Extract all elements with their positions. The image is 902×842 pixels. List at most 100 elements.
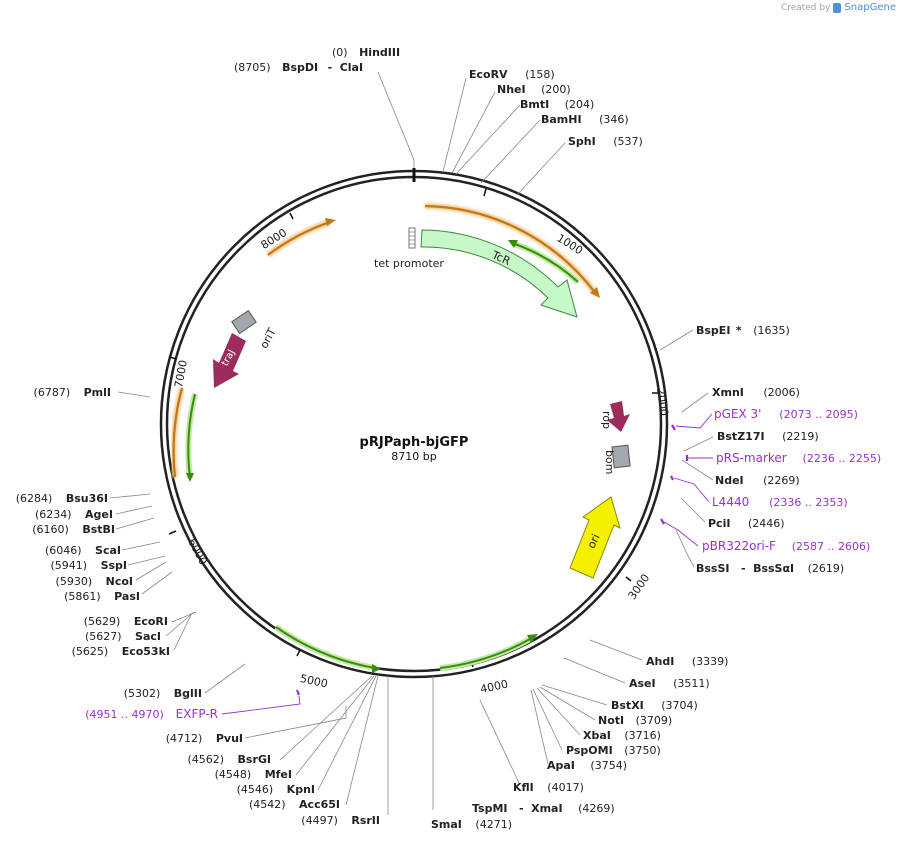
orange-arc-top <box>424 204 597 295</box>
primer-pbr322ori[interactable]: pBR322ori-F (2587 .. 2606) <box>702 539 870 553</box>
site-ecori[interactable]: (5629) EcoRI <box>84 615 168 628</box>
orange-arc-tl <box>267 220 331 256</box>
primer-prs-marker[interactable]: pRS-marker (2236 .. 2255) <box>716 451 881 465</box>
site-bsu36i[interactable]: (6284) Bsu36I <box>16 492 108 505</box>
site-bsrgi[interactable]: (4562) BsrGI <box>187 753 271 766</box>
site-ecorv[interactable]: EcoRV (158) <box>469 68 555 81</box>
primer-mark-pbr322 <box>660 518 665 525</box>
site-bglii[interactable]: (5302) BglII <box>124 687 202 700</box>
site-sspi-name: SspI <box>101 559 127 572</box>
site-apai[interactable]: ApaI (3754) <box>547 759 627 772</box>
site-noti[interactable]: NotI (3709) <box>598 714 672 727</box>
tick-label-2000: 2000 <box>654 387 671 417</box>
leader-xbai <box>536 687 581 736</box>
primer-exfp-label: EXFP-R <box>176 707 218 721</box>
site-bstz17i[interactable]: BstZ17I (2219) <box>717 430 819 443</box>
ori-feature-arrow[interactable] <box>569 496 621 579</box>
site-xmni[interactable]: XmnI (2006) <box>712 386 800 399</box>
site-bstxi[interactable]: BstXI (3704) <box>611 699 698 712</box>
site-agei[interactable]: (6234) AgeI <box>35 508 113 521</box>
leader-bstxi <box>541 684 608 706</box>
leader-sphi <box>516 142 566 196</box>
tick-8000 <box>289 212 294 220</box>
site-bmti[interactable]: BmtI (204) <box>520 98 594 111</box>
site-smai[interactable]: SmaI (4271) <box>431 818 512 831</box>
tcr-feature-arrow[interactable] <box>420 229 578 318</box>
leader-agei <box>115 505 153 515</box>
bom-feature[interactable] <box>611 444 631 469</box>
site-pasi[interactable]: (5861) PasI <box>64 590 140 603</box>
site-bglii-pos: (5302) <box>124 687 161 700</box>
site-tspmi-sep: - <box>519 802 524 815</box>
site-bstxi-name: BstXI <box>611 699 644 712</box>
site-bsssai-name: BssSαI <box>753 562 794 575</box>
site-pcii[interactable]: PciI (2446) <box>708 517 785 530</box>
primer-exfp-r[interactable]: (4951 .. 4970) EXFP-R <box>85 707 218 721</box>
orit-feature[interactable] <box>231 309 257 335</box>
site-ncoi[interactable]: (5930) NcoI <box>56 575 133 588</box>
site-ncoi-name: NcoI <box>106 575 133 588</box>
site-pvui-name: PvuI <box>216 732 243 745</box>
site-kfli[interactable]: KflI (4017) <box>513 781 584 794</box>
primer-pgex[interactable]: pGEX 3' (2073 .. 2095) <box>714 407 858 421</box>
site-sspi[interactable]: (5941) SspI <box>50 559 127 572</box>
site-ndei[interactable]: NdeI (2269) <box>715 474 800 487</box>
site-tspmi-xmai[interactable]: TspMI - XmaI (4269) <box>472 802 615 815</box>
site-acc65i[interactable]: (4542) Acc65I <box>249 798 340 811</box>
site-acc65i-pos: (4542) <box>249 798 286 811</box>
site-eco53ki[interactable]: (5625) Eco53kI <box>72 645 170 658</box>
site-pasi-name: PasI <box>114 590 140 603</box>
site-ndei-name: NdeI <box>715 474 744 487</box>
leader-lines <box>109 71 714 815</box>
site-ahdi-pos: (3339) <box>692 655 729 668</box>
site-bstz17i-name: BstZ17I <box>717 430 765 443</box>
site-asei[interactable]: AseI (3511) <box>629 677 710 690</box>
site-pvui[interactable]: (4712) PvuI <box>166 732 243 745</box>
site-mfei[interactable]: (4548) MfeI <box>215 768 292 781</box>
site-saci[interactable]: (5627) SacI <box>85 630 161 643</box>
site-bspdi-clai[interactable]: (8705) BspDI - ClaI <box>234 61 363 74</box>
site-bstbi[interactable]: (6160) BstBI <box>32 523 115 536</box>
site-xbai-pos: (3716) <box>624 729 661 742</box>
site-xbai[interactable]: XbaI (3716) <box>583 729 661 742</box>
leader-ncoi <box>135 561 167 581</box>
tick-7000 <box>169 356 177 360</box>
site-sphi-pos: (537) <box>613 135 643 148</box>
site-saci-pos: (5627) <box>85 630 122 643</box>
tet-promoter-feature[interactable] <box>408 227 416 249</box>
primer-pbr322-range: (2587 .. 2606) <box>792 540 871 553</box>
tick-label-4000: 4000 <box>479 677 509 696</box>
site-sphi[interactable]: SphI (537) <box>568 135 643 148</box>
tick-label-7000: 7000 <box>172 359 190 389</box>
tick-3000 <box>625 576 632 582</box>
orit-label: oriT <box>257 326 278 351</box>
site-bsrgi-name: BsrGI <box>238 753 271 766</box>
tick-6000 <box>168 530 177 535</box>
traj-feature-arrow[interactable] <box>213 333 246 388</box>
rop-feature-arrow[interactable] <box>607 401 630 432</box>
site-bspei[interactable]: BspEI * (1635) <box>696 324 790 337</box>
backbone-inner <box>165 175 663 673</box>
leader-hindiii <box>377 71 415 168</box>
site-bsssi[interactable]: BssSI - BssSαI (2619) <box>696 562 844 575</box>
primer-l4440[interactable]: L4440 (2336 .. 2353) <box>712 495 848 509</box>
primer-pgex-range: (2073 .. 2095) <box>779 408 858 421</box>
site-hindiii[interactable]: (0) HindIII <box>332 46 400 59</box>
site-nhei[interactable]: NheI (200) <box>497 83 571 96</box>
site-bamhi[interactable]: BamHI (346) <box>541 113 629 126</box>
leader-xmni <box>681 392 709 413</box>
tet-promoter-box <box>408 227 416 249</box>
site-eco53ki-pos: (5625) <box>72 645 109 658</box>
site-kpni[interactable]: (4546) KpnI <box>237 783 315 796</box>
site-pmli[interactable]: (6787) PmlI <box>34 386 111 399</box>
site-rsrii[interactable]: (4497) RsrII <box>301 814 380 827</box>
snapgene-credit: Created by SnapGene <box>781 2 896 13</box>
site-scai-name: ScaI <box>95 544 121 557</box>
site-pspomi[interactable]: PspOMI (3750) <box>566 744 661 757</box>
site-kpni-name: KpnI <box>287 783 315 796</box>
site-ndei-pos: (2269) <box>763 474 800 487</box>
site-scai[interactable]: (6046) ScaI <box>45 544 121 557</box>
leader-bglii <box>204 663 246 694</box>
site-ahdi[interactable]: AhdI (3339) <box>646 655 728 668</box>
site-ahdi-name: AhdI <box>646 655 674 668</box>
